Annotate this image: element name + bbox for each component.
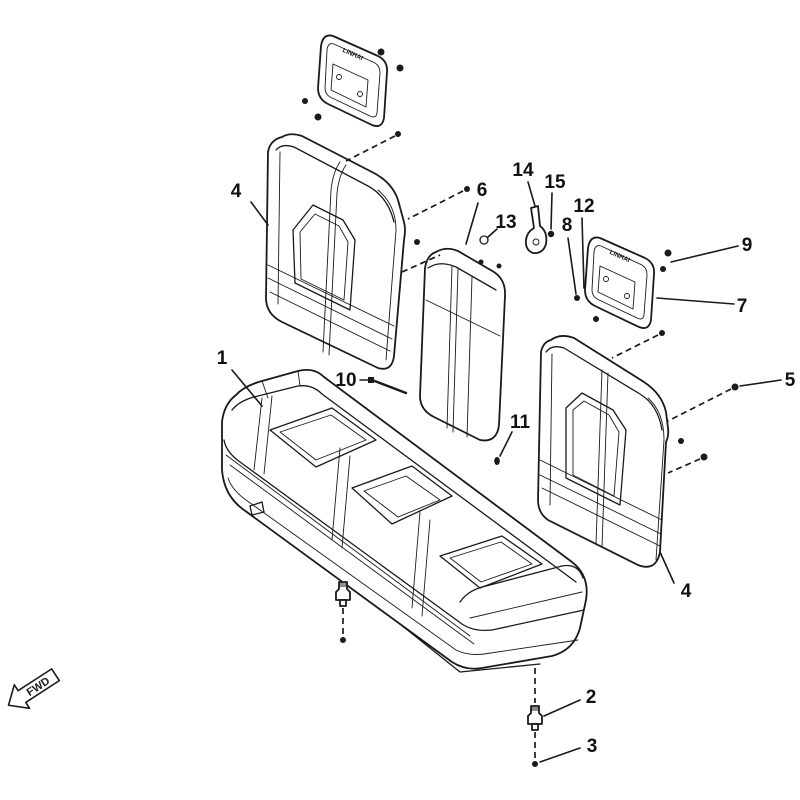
callout-labels: 14 15 6 13 8 12 9 4 7 1 10 11 5 4 2 3 bbox=[217, 160, 796, 757]
backrest-center bbox=[419, 247, 506, 442]
fastener-15 bbox=[547, 230, 555, 238]
callout-2: 2 bbox=[586, 687, 597, 708]
callout-11: 11 bbox=[510, 412, 531, 433]
callout-10: 10 bbox=[335, 370, 356, 391]
callout-7: 7 bbox=[737, 296, 748, 317]
callout-15: 15 bbox=[544, 172, 566, 193]
callout-6: 6 bbox=[477, 180, 488, 201]
fwd-arrow-icon bbox=[7, 668, 61, 710]
callout-1: 1 bbox=[217, 348, 228, 369]
callout-5: 5 bbox=[785, 370, 796, 391]
fwd-arrow: FWD bbox=[7, 668, 61, 710]
callout-4-left: 4 bbox=[231, 181, 242, 202]
callout-12: 12 bbox=[573, 196, 594, 217]
fastener-dot bbox=[496, 263, 502, 269]
backrest-right bbox=[537, 335, 670, 568]
seat-latch bbox=[524, 205, 548, 254]
headrest-bracket-right: LINHAI bbox=[584, 236, 655, 329]
stud-right bbox=[527, 705, 543, 767]
headrest-bracket-left: LINHAI bbox=[317, 34, 388, 127]
backrest-left bbox=[265, 133, 406, 370]
fasteners bbox=[302, 48, 739, 465]
fastener-dot bbox=[478, 259, 484, 265]
callout-13: 13 bbox=[495, 212, 516, 233]
assembly-lines bbox=[342, 135, 732, 760]
washer bbox=[479, 235, 489, 245]
callout-3: 3 bbox=[587, 736, 598, 757]
leader-lines bbox=[231, 181, 782, 763]
callout-9: 9 bbox=[742, 235, 753, 256]
seat-base-cushion bbox=[221, 368, 588, 673]
callout-4-right: 4 bbox=[681, 581, 692, 602]
callout-14: 14 bbox=[512, 160, 534, 181]
callout-8: 8 bbox=[562, 215, 573, 236]
stud-left bbox=[335, 581, 351, 643]
